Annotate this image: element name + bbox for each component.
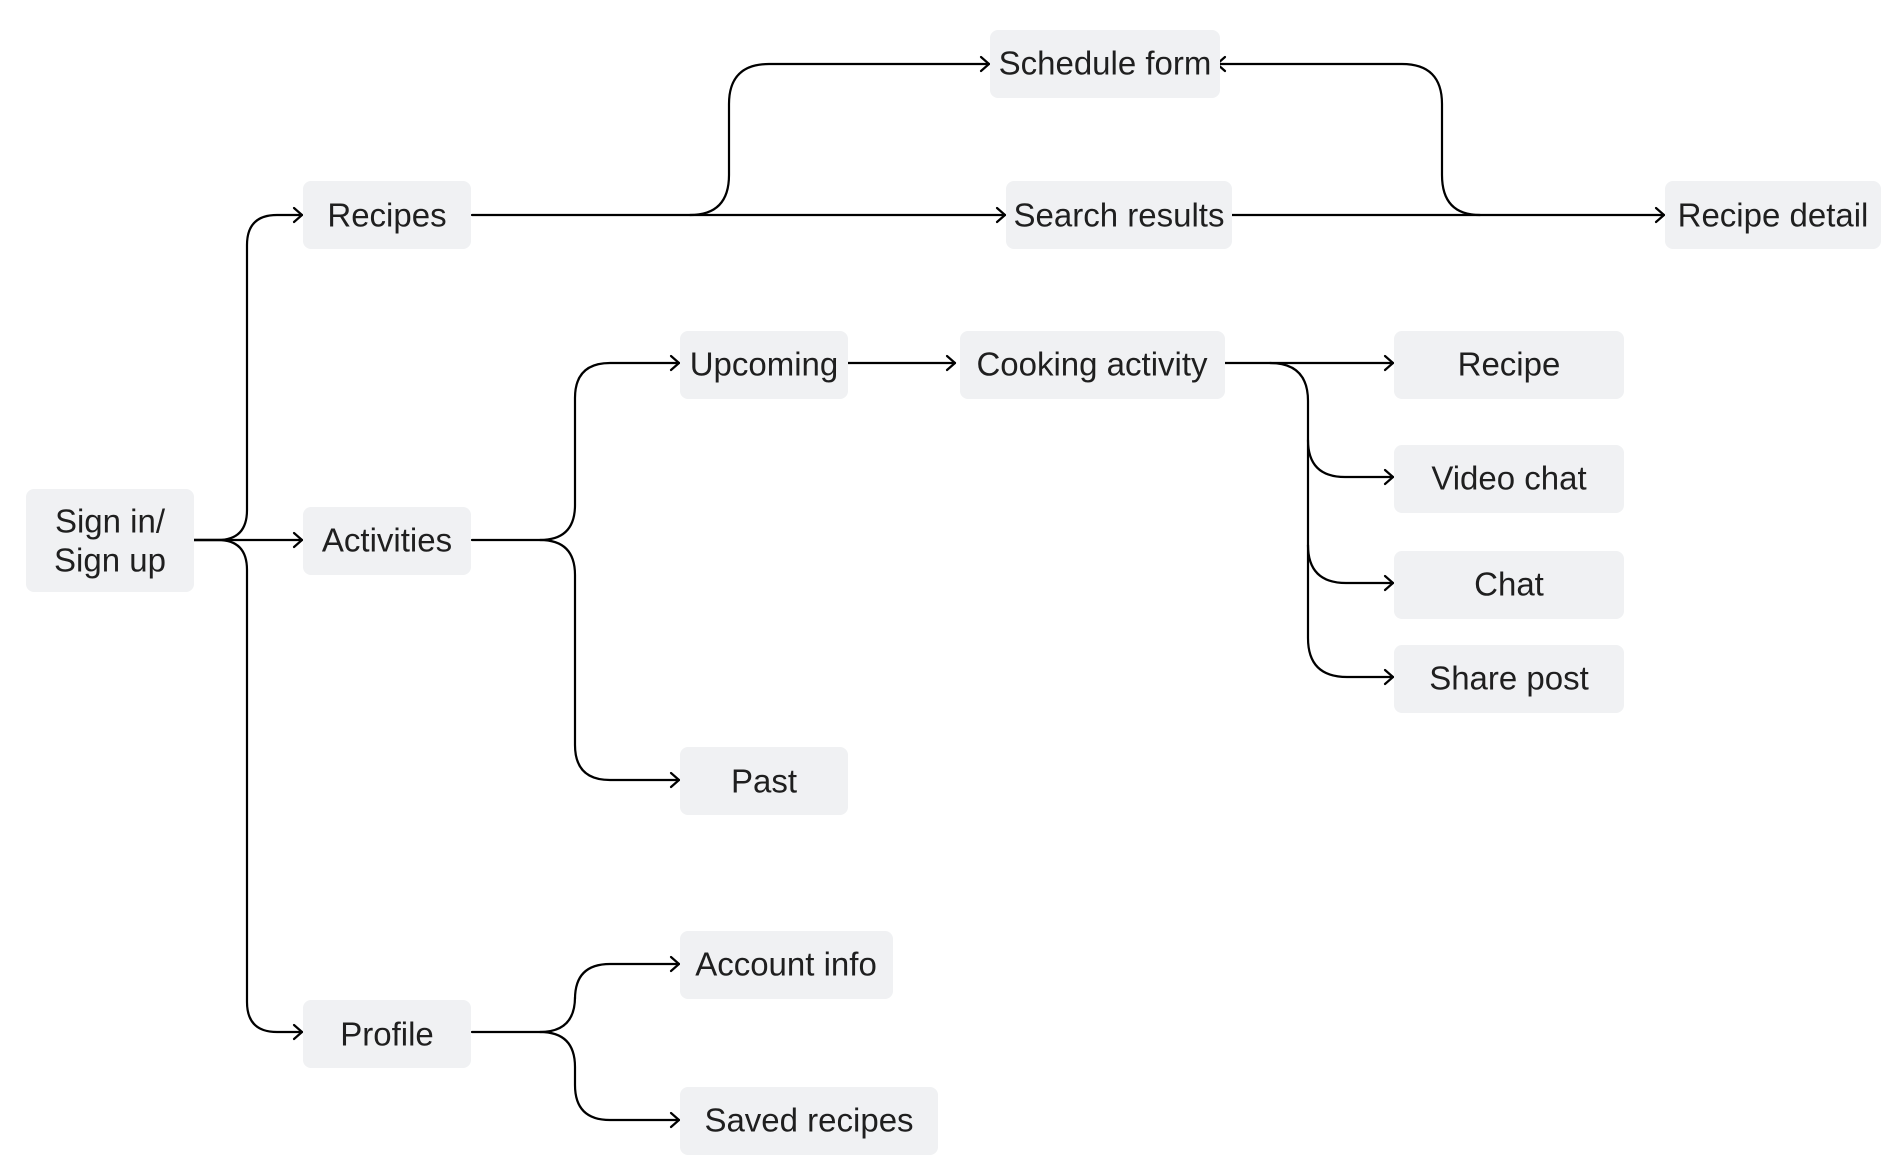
arrowhead-account-info bbox=[669, 955, 681, 973]
node-activities[interactable]: Activities bbox=[303, 507, 471, 575]
node-activities-box bbox=[303, 507, 471, 575]
node-profile-box bbox=[303, 1000, 471, 1068]
edge-recipe-detail-schedule-form bbox=[1215, 62, 1482, 217]
arrowhead-recipe bbox=[1383, 354, 1395, 372]
arrowhead-profile bbox=[292, 1023, 304, 1041]
arrowhead-chat bbox=[1383, 574, 1395, 592]
node-recipe[interactable]: Recipe bbox=[1394, 331, 1624, 399]
edge-cooking-activity-chat bbox=[1306, 543, 1395, 585]
node-account-info[interactable]: Account info bbox=[680, 931, 893, 999]
arrowhead-share-post bbox=[1383, 668, 1395, 686]
node-upcoming[interactable]: Upcoming bbox=[680, 331, 848, 399]
node-recipe-detail-label: Recipe detail bbox=[1678, 197, 1869, 234]
edge-profile-account-info bbox=[470, 962, 681, 1034]
nodes: Sign in/ Sign up Recipes Activities Prof… bbox=[26, 30, 1881, 1155]
arrowhead-schedule-form-left bbox=[979, 55, 991, 73]
arrowhead-video-chat bbox=[1383, 468, 1395, 486]
arrowhead-upcoming bbox=[669, 354, 681, 372]
node-recipes[interactable]: Recipes bbox=[303, 181, 471, 249]
node-activities-label: Activities bbox=[322, 522, 452, 559]
arrowhead-past bbox=[669, 771, 681, 789]
node-recipes-label: Recipes bbox=[327, 197, 446, 234]
node-recipe-label: Recipe bbox=[1458, 346, 1561, 383]
edge-signin-recipes bbox=[191, 213, 304, 542]
node-recipe-box bbox=[1394, 331, 1624, 399]
node-past-label: Past bbox=[731, 763, 797, 800]
node-share-post-label: Share post bbox=[1429, 660, 1589, 697]
node-past-box bbox=[680, 747, 848, 815]
node-saved-recipes[interactable]: Saved recipes bbox=[680, 1087, 938, 1155]
arrowhead-search-results bbox=[995, 206, 1007, 224]
node-cooking-activity-label: Cooking activity bbox=[976, 346, 1208, 383]
node-upcoming-label: Upcoming bbox=[690, 346, 839, 383]
node-video-chat[interactable]: Video chat bbox=[1394, 445, 1624, 513]
node-account-info-label: Account info bbox=[695, 946, 877, 983]
node-recipe-detail[interactable]: Recipe detail bbox=[1665, 181, 1881, 249]
arrowhead-recipes bbox=[292, 206, 304, 224]
arrowhead-activities bbox=[292, 531, 304, 549]
arrowhead-saved-recipes bbox=[669, 1111, 681, 1129]
node-chat-label: Chat bbox=[1474, 566, 1544, 603]
node-profile-label: Profile bbox=[340, 1016, 434, 1053]
node-recipes-box bbox=[303, 181, 471, 249]
node-schedule-form-label: Schedule form bbox=[999, 45, 1212, 82]
node-past[interactable]: Past bbox=[680, 747, 848, 815]
edge-cooking-activity-video-chat bbox=[1306, 438, 1395, 479]
node-chat-box bbox=[1394, 551, 1624, 619]
node-schedule-form-box bbox=[990, 30, 1220, 98]
node-recipe-detail-box bbox=[1665, 181, 1881, 249]
node-upcoming-box bbox=[680, 331, 848, 399]
edge-activities-past bbox=[538, 538, 681, 782]
edge-profile-saved-recipes bbox=[538, 1030, 681, 1122]
arrowhead-recipe-detail bbox=[1654, 206, 1666, 224]
node-saved-recipes-label: Saved recipes bbox=[704, 1102, 913, 1139]
node-share-post-box bbox=[1394, 645, 1624, 713]
node-profile[interactable]: Profile bbox=[303, 1000, 471, 1068]
node-video-chat-label: Video chat bbox=[1431, 460, 1586, 497]
connectors bbox=[191, 55, 1666, 1129]
node-sign-in[interactable]: Sign in/ Sign up bbox=[26, 489, 194, 592]
node-account-info-box bbox=[680, 931, 893, 999]
node-chat[interactable]: Chat bbox=[1394, 551, 1624, 619]
node-share-post[interactable]: Share post bbox=[1394, 645, 1624, 713]
arrowhead-cooking-activity bbox=[945, 354, 957, 372]
node-cooking-activity[interactable]: Cooking activity bbox=[960, 331, 1225, 399]
node-search-results[interactable]: Search results bbox=[1006, 181, 1232, 249]
edge-recipes-schedule-form bbox=[688, 62, 991, 217]
node-sign-in-label-line2: Sign up bbox=[54, 542, 166, 579]
edge-activities-upcoming bbox=[470, 361, 681, 542]
node-cooking-activity-box bbox=[960, 331, 1225, 399]
node-search-results-label: Search results bbox=[1014, 197, 1225, 234]
node-search-results-box bbox=[1006, 181, 1232, 249]
node-sign-in-box bbox=[26, 489, 194, 592]
node-saved-recipes-box bbox=[680, 1087, 938, 1155]
edge-signin-profile bbox=[191, 538, 304, 1034]
node-sign-in-label-line1: Sign in/ bbox=[55, 503, 166, 540]
node-schedule-form[interactable]: Schedule form bbox=[990, 30, 1220, 98]
edge-cooking-activity-trunk bbox=[1268, 361, 1395, 679]
node-video-chat-box bbox=[1394, 445, 1624, 513]
